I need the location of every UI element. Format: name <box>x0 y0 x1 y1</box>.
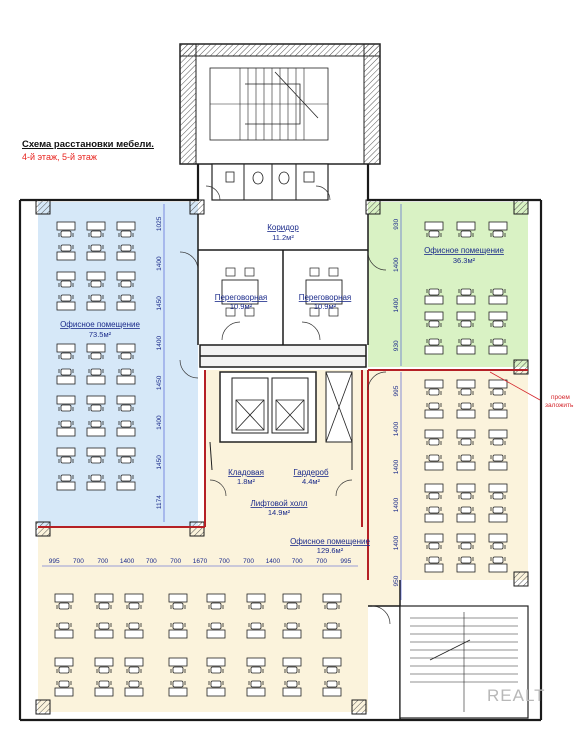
dimension-label: 1400 <box>393 298 400 313</box>
wardrobe-label: Гардероб <box>293 468 329 477</box>
meeting2-area: 10.9м² <box>314 302 337 311</box>
dimension-label: 1400 <box>393 257 400 272</box>
dimension-label: 700 <box>170 558 181 565</box>
dimension-label: 1400 <box>393 535 400 550</box>
dimension-label: 700 <box>97 558 108 565</box>
dimension-left: 1025 1400 1450 1400 1450 1400 1450 1174 <box>156 216 163 509</box>
plan-title: Схема расстановки мебели. <box>22 139 154 150</box>
meeting2-label: Переговорная <box>299 293 352 302</box>
office-right-area: 36.3м² <box>453 256 476 265</box>
office-bottom-label: Офисное помещение <box>290 537 370 546</box>
dimension-bottom: 995 700 700 1400 700 700 1670 700 700 1400 700 700 9… <box>49 558 352 565</box>
wardrobe-area: 4.4м² <box>302 477 321 486</box>
office-bottom-zone <box>38 370 528 712</box>
dimension-label: 1450 <box>156 455 163 470</box>
office-right-label: Офисное помещение <box>424 246 504 255</box>
dimension-label: 1174 <box>156 495 163 509</box>
dimension-label: 700 <box>316 558 327 565</box>
dimension-label: 995 <box>340 558 351 565</box>
office-left-label: Офисное помещение <box>60 320 140 329</box>
dimension-label: 1400 <box>156 415 163 430</box>
dimension-label: 950 <box>393 575 400 586</box>
lift-hall-label: Лифтовой холл <box>251 499 308 508</box>
office-left-area: 73.5м² <box>89 330 112 339</box>
dimension-label: 1025 <box>156 216 163 231</box>
dimension-label: 1400 <box>156 336 163 351</box>
watermark: REALT <box>487 686 546 705</box>
dimension-label: 700 <box>292 558 303 565</box>
dimension-label: 995 <box>393 385 400 396</box>
meeting1-label: Переговорная <box>215 293 268 302</box>
plan-subtitle: 4-й этаж, 5-й этаж <box>22 152 97 162</box>
storage-area: 1.8м² <box>237 477 256 486</box>
dimension-label: 1670 <box>193 558 208 565</box>
dimension-label: 930 <box>393 218 400 229</box>
dimension-label: 700 <box>146 558 157 565</box>
meeting1-area: 10.9м² <box>230 302 253 311</box>
corridor-label: Коридор <box>267 223 299 232</box>
dimension-label: 1400 <box>120 558 135 565</box>
lift-hall-area: 14.9м² <box>268 508 291 517</box>
dimension-label: 1450 <box>156 296 163 311</box>
dimension-label: 1400 <box>393 421 400 436</box>
annotation-line1: проем <box>551 394 570 401</box>
dimension-right-lower: 995 1400 1400 1400 1400 950 <box>393 385 400 586</box>
dimension-label: 700 <box>73 558 84 565</box>
dimension-label: 1400 <box>156 256 163 271</box>
corridor-area: 11.2м² <box>272 233 294 242</box>
dimension-label: 1400 <box>393 459 400 474</box>
annotation-line2: заложить <box>545 402 574 409</box>
dimension-right-upper: 930 1400 1400 930 <box>393 218 400 351</box>
dimension-label: 1450 <box>156 375 163 390</box>
storage-label: Кладовая <box>228 468 264 477</box>
dimension-label: 700 <box>243 558 254 565</box>
dimension-label: 930 <box>393 340 400 351</box>
dimension-label: 700 <box>219 558 230 565</box>
dimension-label: 1400 <box>266 558 281 565</box>
dimension-label: 1400 <box>393 497 400 512</box>
dimension-label: 995 <box>49 558 60 565</box>
office-bottom-area: 129.6м² <box>317 546 344 555</box>
